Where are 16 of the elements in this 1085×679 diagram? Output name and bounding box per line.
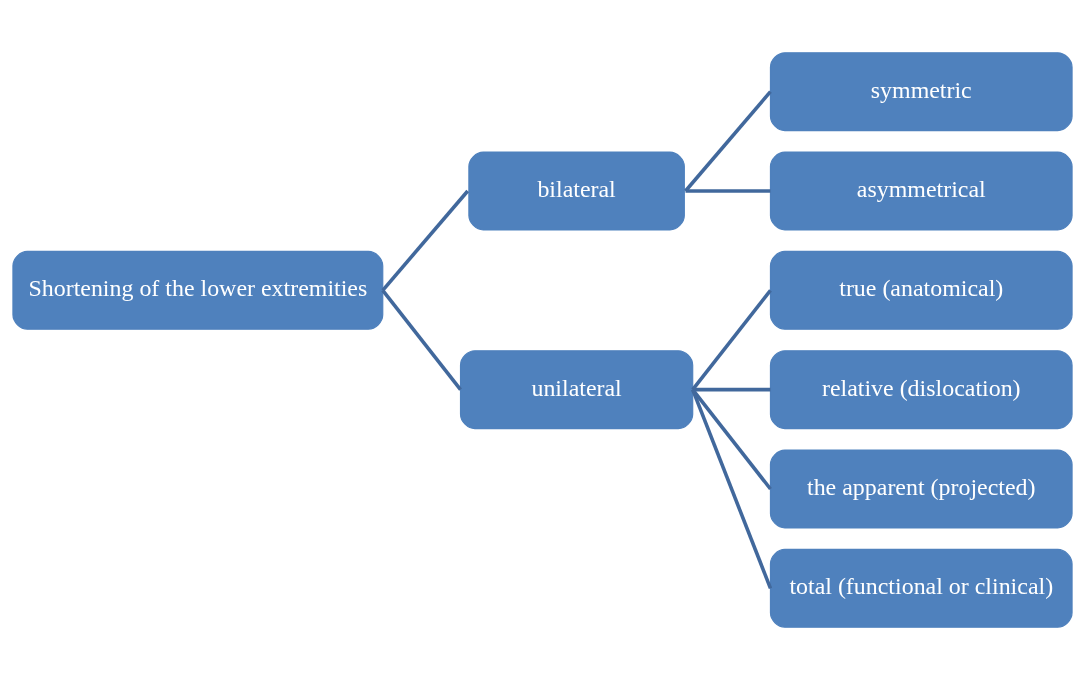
node-box: asymmetrical [769, 151, 1073, 230]
connector [381, 288, 462, 391]
connector [692, 387, 771, 391]
connector [684, 90, 772, 192]
connector [691, 388, 773, 589]
node-box: Shortening of the lower extremities [12, 250, 384, 330]
connector [685, 188, 771, 193]
node-box: total (functional or clinical) [769, 548, 1073, 628]
node-box: unilateral [459, 349, 694, 429]
node-box: symmetric [769, 51, 1073, 131]
node-box: the apparent (projected) [769, 449, 1073, 528]
node-box: relative (dislocation) [769, 349, 1073, 429]
connector [691, 288, 772, 391]
node-box: bilateral [468, 151, 685, 230]
node-box: true (anatomical) [769, 250, 1073, 330]
connector [381, 189, 470, 291]
